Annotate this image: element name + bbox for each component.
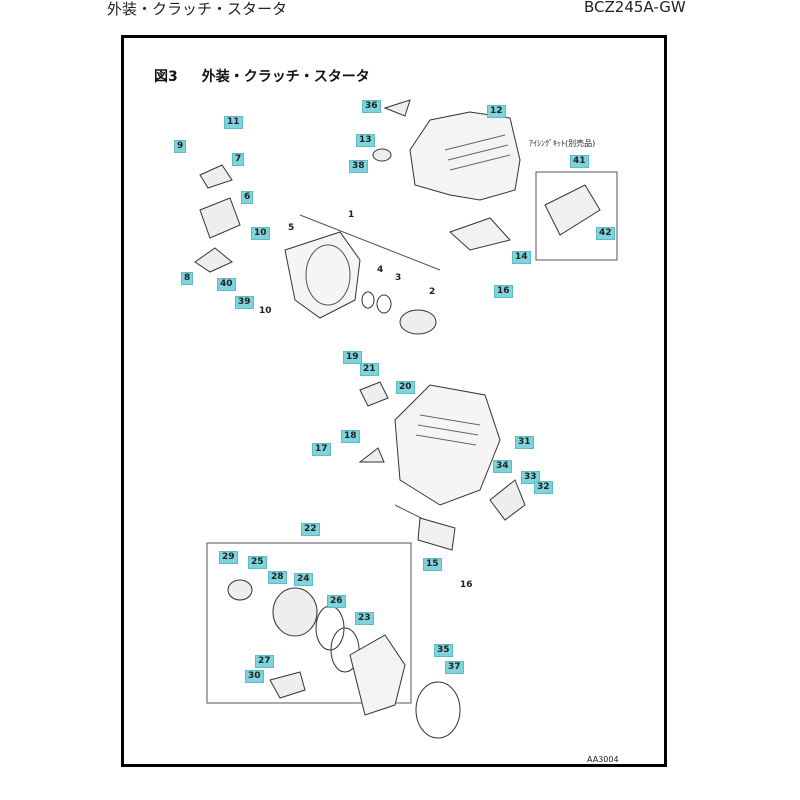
callout-30: 30 bbox=[245, 670, 264, 683]
callout-33: 33 bbox=[521, 471, 540, 484]
callout-12: 12 bbox=[487, 105, 506, 118]
callout-42: 42 bbox=[596, 227, 615, 240]
cover-plate bbox=[449, 217, 511, 251]
callout-2: 2 bbox=[429, 287, 436, 297]
callout-21: 21 bbox=[360, 363, 379, 376]
callout-16-plain: 16 bbox=[460, 580, 473, 590]
callout-31: 31 bbox=[515, 436, 534, 449]
callout-23: 23 bbox=[355, 612, 374, 625]
callout-25: 25 bbox=[248, 556, 267, 569]
icing-kit-box bbox=[535, 171, 618, 261]
callout-28: 28 bbox=[268, 571, 287, 584]
figure-number: 図3 bbox=[154, 69, 178, 85]
starter-case bbox=[349, 634, 406, 716]
callout-17: 17 bbox=[312, 443, 331, 456]
callout-13: 13 bbox=[356, 134, 375, 147]
callout-35: 35 bbox=[434, 644, 453, 657]
callout-19: 19 bbox=[343, 351, 362, 364]
callout-4: 4 bbox=[377, 265, 384, 275]
callout-6: 6 bbox=[241, 191, 254, 204]
callout-18: 18 bbox=[341, 430, 360, 443]
diagram-frame bbox=[121, 35, 667, 767]
callout-36: 36 bbox=[362, 100, 381, 113]
callout-14: 14 bbox=[512, 251, 531, 264]
clutch-housing bbox=[284, 231, 361, 319]
callout-24: 24 bbox=[294, 573, 313, 586]
callout-9: 9 bbox=[174, 140, 187, 153]
callout-7: 7 bbox=[232, 153, 245, 166]
callout-38: 38 bbox=[349, 160, 368, 173]
small-cap bbox=[383, 99, 411, 117]
engine bbox=[394, 384, 501, 506]
callout-26: 26 bbox=[327, 595, 346, 608]
callout-15: 15 bbox=[423, 558, 442, 571]
callout-10: 10 bbox=[251, 227, 270, 240]
callout-39: 39 bbox=[235, 296, 254, 309]
callout-34: 34 bbox=[493, 460, 512, 473]
callout-1: 1 bbox=[348, 210, 355, 220]
spacer bbox=[199, 197, 241, 239]
callout-41: 41 bbox=[570, 155, 589, 168]
callout-3: 3 bbox=[395, 273, 402, 283]
icing-kit-note: ｱｲｼﾝｸﾞｷｯﾄ(別売品) bbox=[529, 139, 596, 148]
callout-16: 16 bbox=[494, 285, 513, 298]
clutch-drum bbox=[399, 309, 437, 335]
muffler-guard bbox=[417, 517, 456, 551]
bracket bbox=[199, 164, 233, 189]
callout-29: 29 bbox=[219, 551, 238, 564]
figure-caption: 外装・クラッチ・スタータ bbox=[201, 69, 370, 85]
starter-group-box bbox=[206, 542, 412, 704]
drawing-code: AA3004 bbox=[587, 755, 619, 764]
callout-40: 40 bbox=[217, 278, 236, 291]
callout-22: 22 bbox=[301, 523, 320, 536]
section-title: 外装・クラッチ・スタータ bbox=[107, 0, 288, 18]
callout-5: 5 bbox=[288, 223, 295, 233]
rubber-grommet bbox=[372, 148, 392, 162]
callout-20: 20 bbox=[396, 381, 415, 394]
callout-10-plain: 10 bbox=[259, 306, 272, 316]
figure-title: 図3 外装・クラッチ・スタータ bbox=[154, 66, 394, 86]
callout-27: 27 bbox=[255, 655, 274, 668]
callout-8: 8 bbox=[181, 272, 194, 285]
callout-11: 11 bbox=[224, 116, 243, 129]
model-number: BCZ245A-GW bbox=[584, 0, 686, 16]
callout-37: 37 bbox=[445, 661, 464, 674]
callout-32: 32 bbox=[534, 481, 553, 494]
